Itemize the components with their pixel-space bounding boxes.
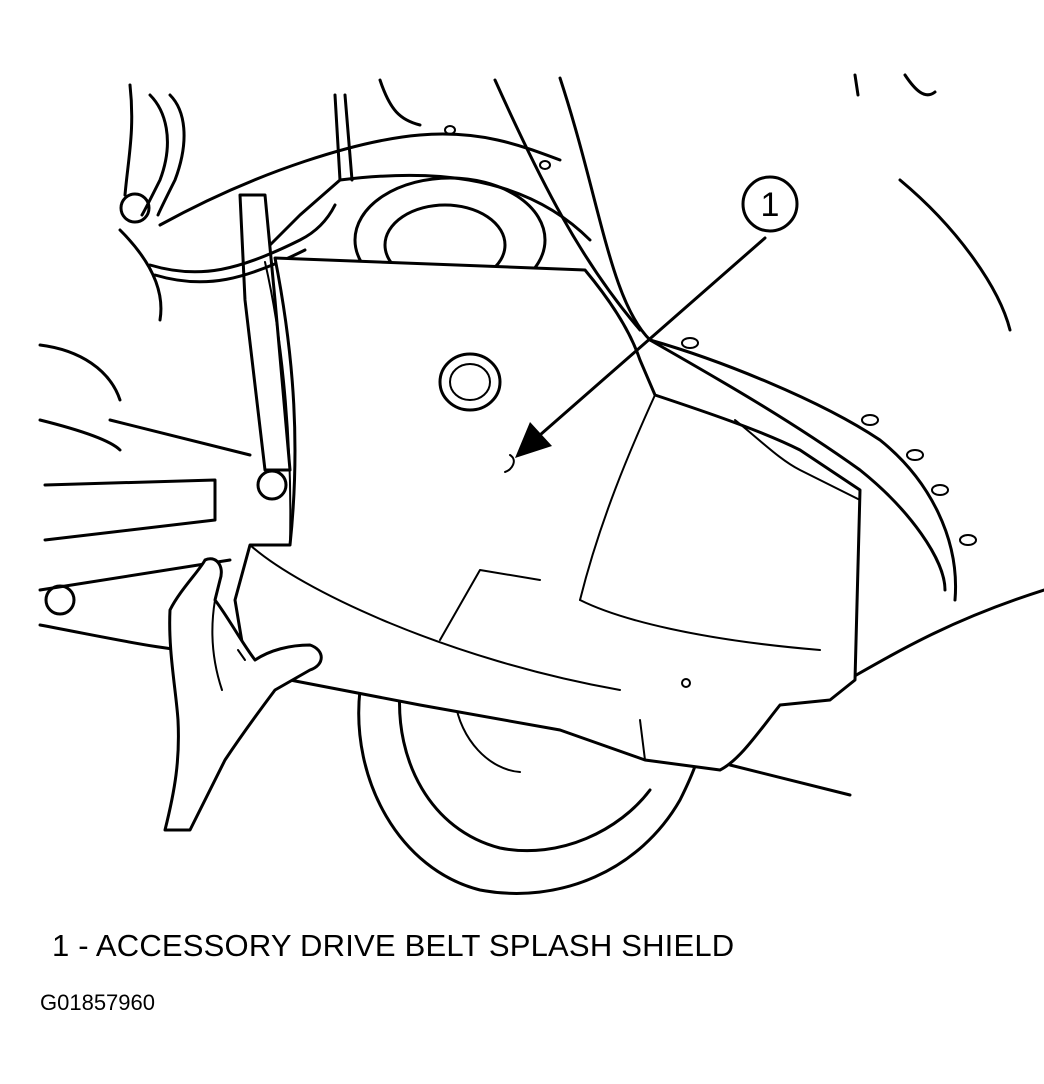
hoses xyxy=(123,83,354,284)
strut xyxy=(118,192,292,501)
legend-item-1: 1 - ACCESSORY DRIVE BELT SPLASH SHIELD xyxy=(52,928,735,963)
accessory-drive-belt-splash-shield xyxy=(233,256,862,797)
figure-id: G01857960 xyxy=(40,990,155,1015)
callout-1: 1 xyxy=(515,175,799,458)
hand-icon xyxy=(163,557,323,832)
body-panel xyxy=(158,78,592,242)
callout-arrow-icon xyxy=(515,422,552,458)
callout-number: 1 xyxy=(761,186,780,224)
